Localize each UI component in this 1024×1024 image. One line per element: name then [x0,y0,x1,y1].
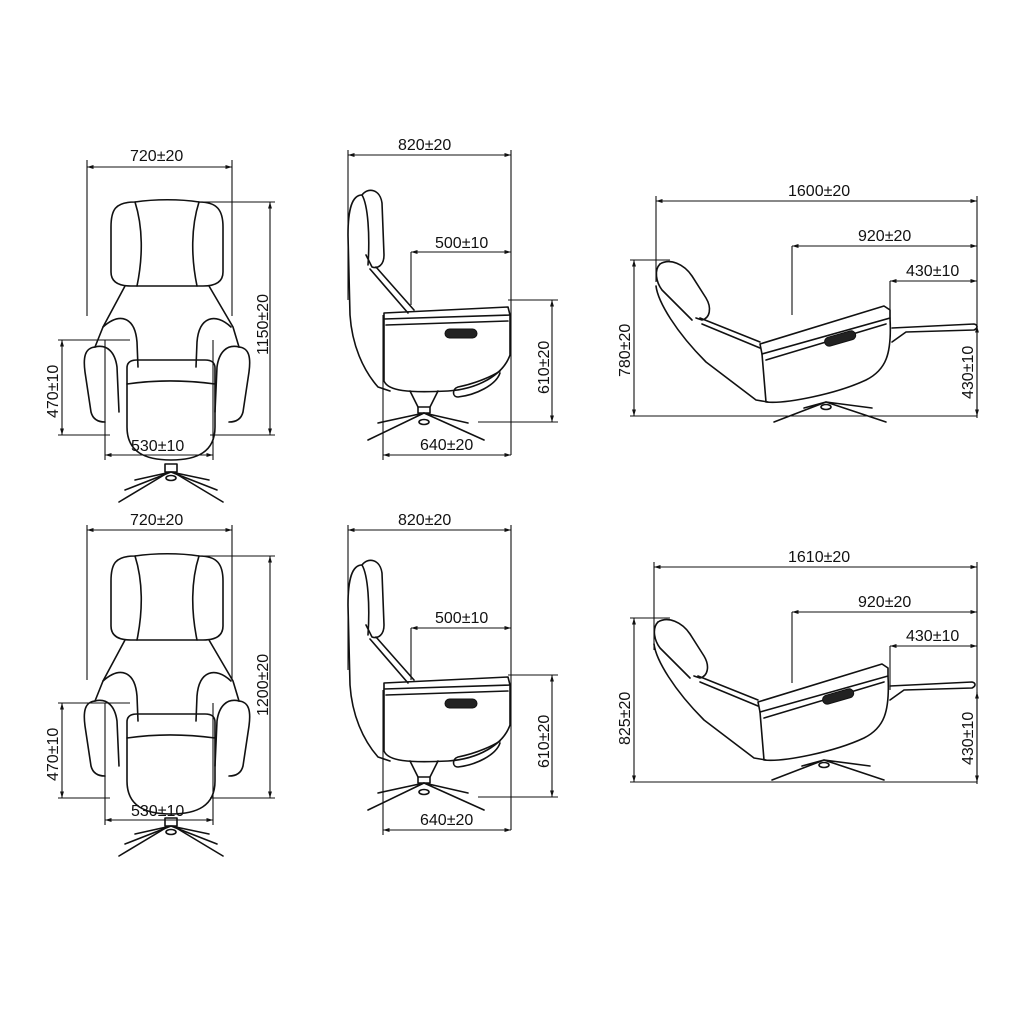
side-seat-depth-label: 500±10 [435,610,489,627]
reclined-total-length-label: 1610±20 [788,549,851,566]
side-depth-label: 820±20 [398,137,452,154]
front-height-label: 1150±20 [255,294,272,355]
side-seat-depth-label: 500±10 [435,235,489,252]
reclined-footrest-height-label: 430±10 [960,711,977,765]
side-view-1 [347,150,558,460]
front-height-label: 1200±20 [255,653,272,716]
front-base-width-label: 530±10 [131,803,185,820]
front-seat-height-label: 470±10 [45,364,62,418]
reclined-footrest-length-label: 430±10 [906,263,960,280]
reclined-view-2 [630,562,979,784]
front-view-1 [58,160,275,503]
front-width-label: 720±20 [130,512,184,529]
front-base-width-label: 530±10 [131,438,185,455]
front-width-label: 720±20 [130,148,184,165]
reclined-footrest-length-label: 430±10 [906,628,960,645]
side-arm-height-label: 610±20 [536,340,553,394]
side-arm-height-label: 610±20 [536,714,553,768]
reclined-footrest-height-label: 430±10 [960,345,977,399]
side-view-2 [347,525,558,835]
reclined-height-label: 825±20 [617,691,634,745]
side-depth-label: 820±20 [398,512,452,529]
reclined-seat-to-foot-label: 920±20 [858,594,912,611]
reclined-view-1 [630,196,979,423]
side-base-depth-label: 640±20 [420,812,474,829]
front-seat-height-label: 470±10 [45,727,62,781]
reclined-seat-to-foot-label: 920±20 [858,228,912,245]
reclined-height-label: 780±20 [617,323,634,377]
side-base-depth-label: 640±20 [420,437,474,454]
reclined-total-length-label: 1600±20 [788,183,851,200]
front-view-2 [58,525,275,857]
